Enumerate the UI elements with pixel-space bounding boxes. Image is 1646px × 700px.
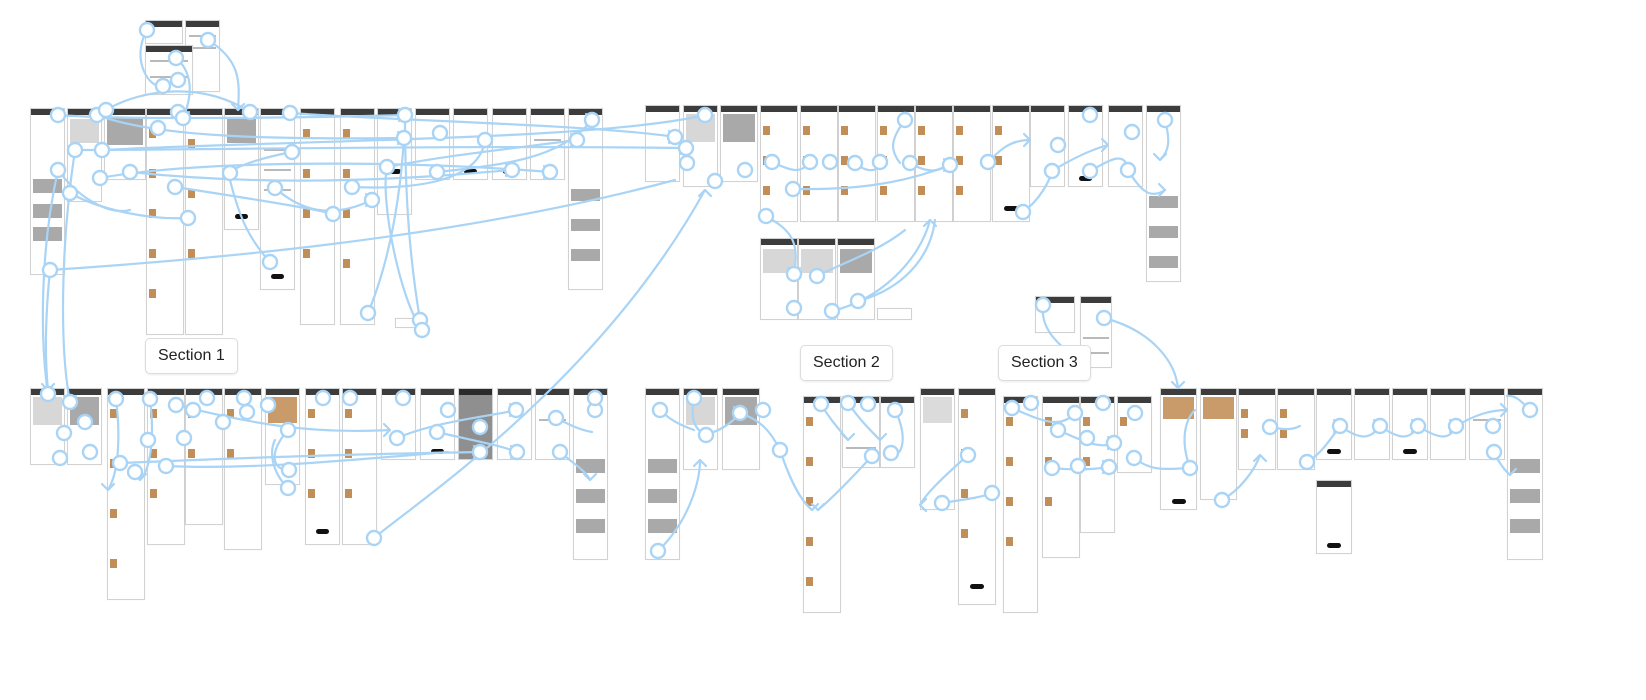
frame[interactable]	[877, 308, 912, 320]
frame[interactable]	[1068, 105, 1103, 187]
frame[interactable]	[803, 396, 841, 613]
frame[interactable]	[1080, 396, 1115, 533]
frame[interactable]	[1146, 105, 1181, 282]
frame[interactable]	[1469, 388, 1505, 460]
frame[interactable]	[573, 388, 608, 560]
frame[interactable]	[722, 388, 760, 470]
frame[interactable]	[1160, 388, 1197, 510]
section-label[interactable]: Section 2	[800, 345, 893, 381]
frame[interactable]	[420, 388, 455, 460]
connector-line	[44, 268, 52, 392]
frame[interactable]	[800, 105, 838, 222]
frame[interactable]	[185, 388, 223, 525]
frame[interactable]	[1042, 396, 1080, 558]
frame[interactable]	[798, 238, 836, 320]
frame[interactable]	[1316, 480, 1352, 554]
frame[interactable]	[453, 108, 488, 180]
frame[interactable]	[760, 238, 798, 320]
frame[interactable]	[992, 105, 1030, 222]
frame[interactable]	[260, 108, 295, 290]
frame[interactable]	[107, 388, 145, 600]
frame[interactable]	[1030, 105, 1065, 187]
frame[interactable]	[760, 105, 798, 222]
frame[interactable]	[1316, 388, 1352, 460]
frame[interactable]	[30, 108, 65, 275]
frame[interactable]	[224, 108, 259, 230]
frame[interactable]	[915, 105, 953, 222]
frame[interactable]	[568, 108, 603, 290]
frame[interactable]	[1507, 388, 1543, 560]
frame[interactable]	[377, 108, 412, 215]
frame[interactable]	[145, 20, 183, 44]
frame[interactable]	[645, 105, 680, 182]
frame[interactable]	[1238, 388, 1276, 470]
frame[interactable]	[1200, 388, 1237, 500]
frame[interactable]	[497, 388, 532, 460]
frame[interactable]	[340, 108, 375, 325]
frame[interactable]	[492, 108, 527, 180]
frame[interactable]	[1117, 396, 1152, 473]
frame[interactable]	[185, 108, 223, 335]
frame[interactable]	[645, 388, 680, 560]
connector-line	[1102, 316, 1180, 390]
frame[interactable]	[535, 388, 570, 460]
frame[interactable]	[837, 238, 875, 320]
section-label[interactable]: Section 3	[998, 345, 1091, 381]
frame[interactable]	[146, 108, 184, 335]
frame[interactable]	[1108, 105, 1143, 187]
frame[interactable]	[1354, 388, 1390, 460]
section-label[interactable]: Section 1	[145, 338, 238, 374]
frame[interactable]	[265, 388, 300, 485]
frame[interactable]	[530, 108, 565, 180]
frame[interactable]	[300, 108, 335, 325]
frame[interactable]	[67, 388, 102, 465]
frame[interactable]	[224, 388, 262, 550]
frame[interactable]	[147, 388, 185, 545]
frame[interactable]	[145, 45, 193, 95]
frame[interactable]	[104, 108, 146, 180]
frame[interactable]	[683, 388, 718, 470]
frame[interactable]	[67, 108, 102, 202]
frame[interactable]	[1430, 388, 1466, 460]
frame[interactable]	[842, 396, 880, 468]
frame[interactable]	[1035, 296, 1075, 333]
connector-arrowhead	[697, 188, 713, 198]
frame[interactable]	[958, 388, 996, 605]
connector-hotspot	[413, 321, 431, 339]
frame[interactable]	[1277, 388, 1315, 470]
frame[interactable]	[395, 318, 417, 328]
frame[interactable]	[877, 105, 915, 222]
frame[interactable]	[458, 388, 493, 460]
frame[interactable]	[683, 105, 718, 187]
frame[interactable]	[415, 108, 450, 180]
frame[interactable]	[953, 105, 991, 222]
frame[interactable]	[838, 105, 876, 222]
frame[interactable]	[880, 396, 915, 468]
frame[interactable]	[920, 388, 955, 510]
frame[interactable]	[1392, 388, 1428, 460]
frame[interactable]	[381, 388, 416, 460]
frame[interactable]	[342, 388, 377, 545]
connector-hotspot	[771, 441, 789, 459]
frame[interactable]	[1003, 396, 1038, 613]
frame[interactable]	[720, 105, 758, 182]
frame[interactable]	[305, 388, 340, 545]
frame[interactable]	[30, 388, 65, 465]
